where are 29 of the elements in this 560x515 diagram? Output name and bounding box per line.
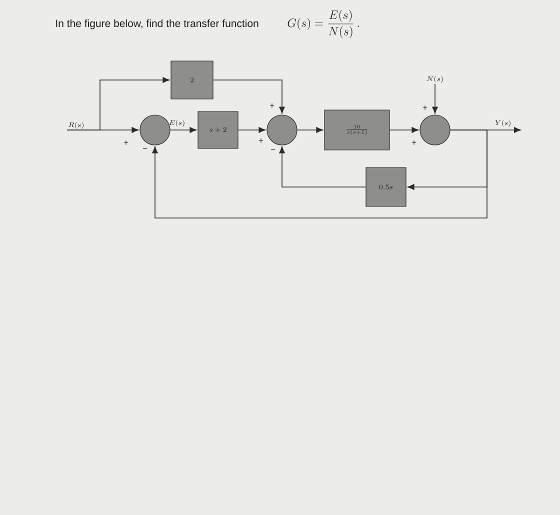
arrow — [389, 127, 419, 133]
minus-sign: − — [270, 149, 276, 150]
formula: $G(s)=\frac{E(s)}{N(s)}\,.$ — [288, 10, 359, 38]
gain-block: $2$ — [170, 60, 214, 100]
signal-label: $R(s)$ — [68, 122, 84, 129]
feedback-block: $0.5s$ — [366, 167, 406, 207]
arrow — [66, 77, 170, 130]
plus-sign: + — [422, 106, 428, 110]
summing-junction — [140, 114, 170, 146]
plus-sign: + — [412, 140, 416, 145]
arrow — [279, 146, 366, 188]
arrow — [212, 80, 285, 114]
plus-sign: + — [258, 138, 264, 143]
arrow — [170, 127, 197, 133]
signal-label: $N(s)$ — [426, 76, 443, 83]
plus-sign: + — [124, 140, 128, 145]
minus-sign: − — [142, 148, 148, 150]
transfer-block: $s+2$ — [198, 111, 238, 149]
transfer-block: $\frac{10}{s(s+1)}$ — [324, 110, 390, 150]
summing-junction — [266, 114, 298, 146]
summing-junction — [420, 114, 450, 146]
arrow — [238, 127, 266, 133]
plus-sign: + — [270, 104, 274, 108]
signal-label: $Y(s)$ — [495, 120, 510, 127]
signal-label: $E(s)$ — [169, 120, 184, 127]
arrow — [152, 130, 488, 218]
arrow — [432, 84, 438, 114]
arrow — [296, 127, 324, 133]
title: In the figure below, find the transfer function — [56, 19, 258, 30]
